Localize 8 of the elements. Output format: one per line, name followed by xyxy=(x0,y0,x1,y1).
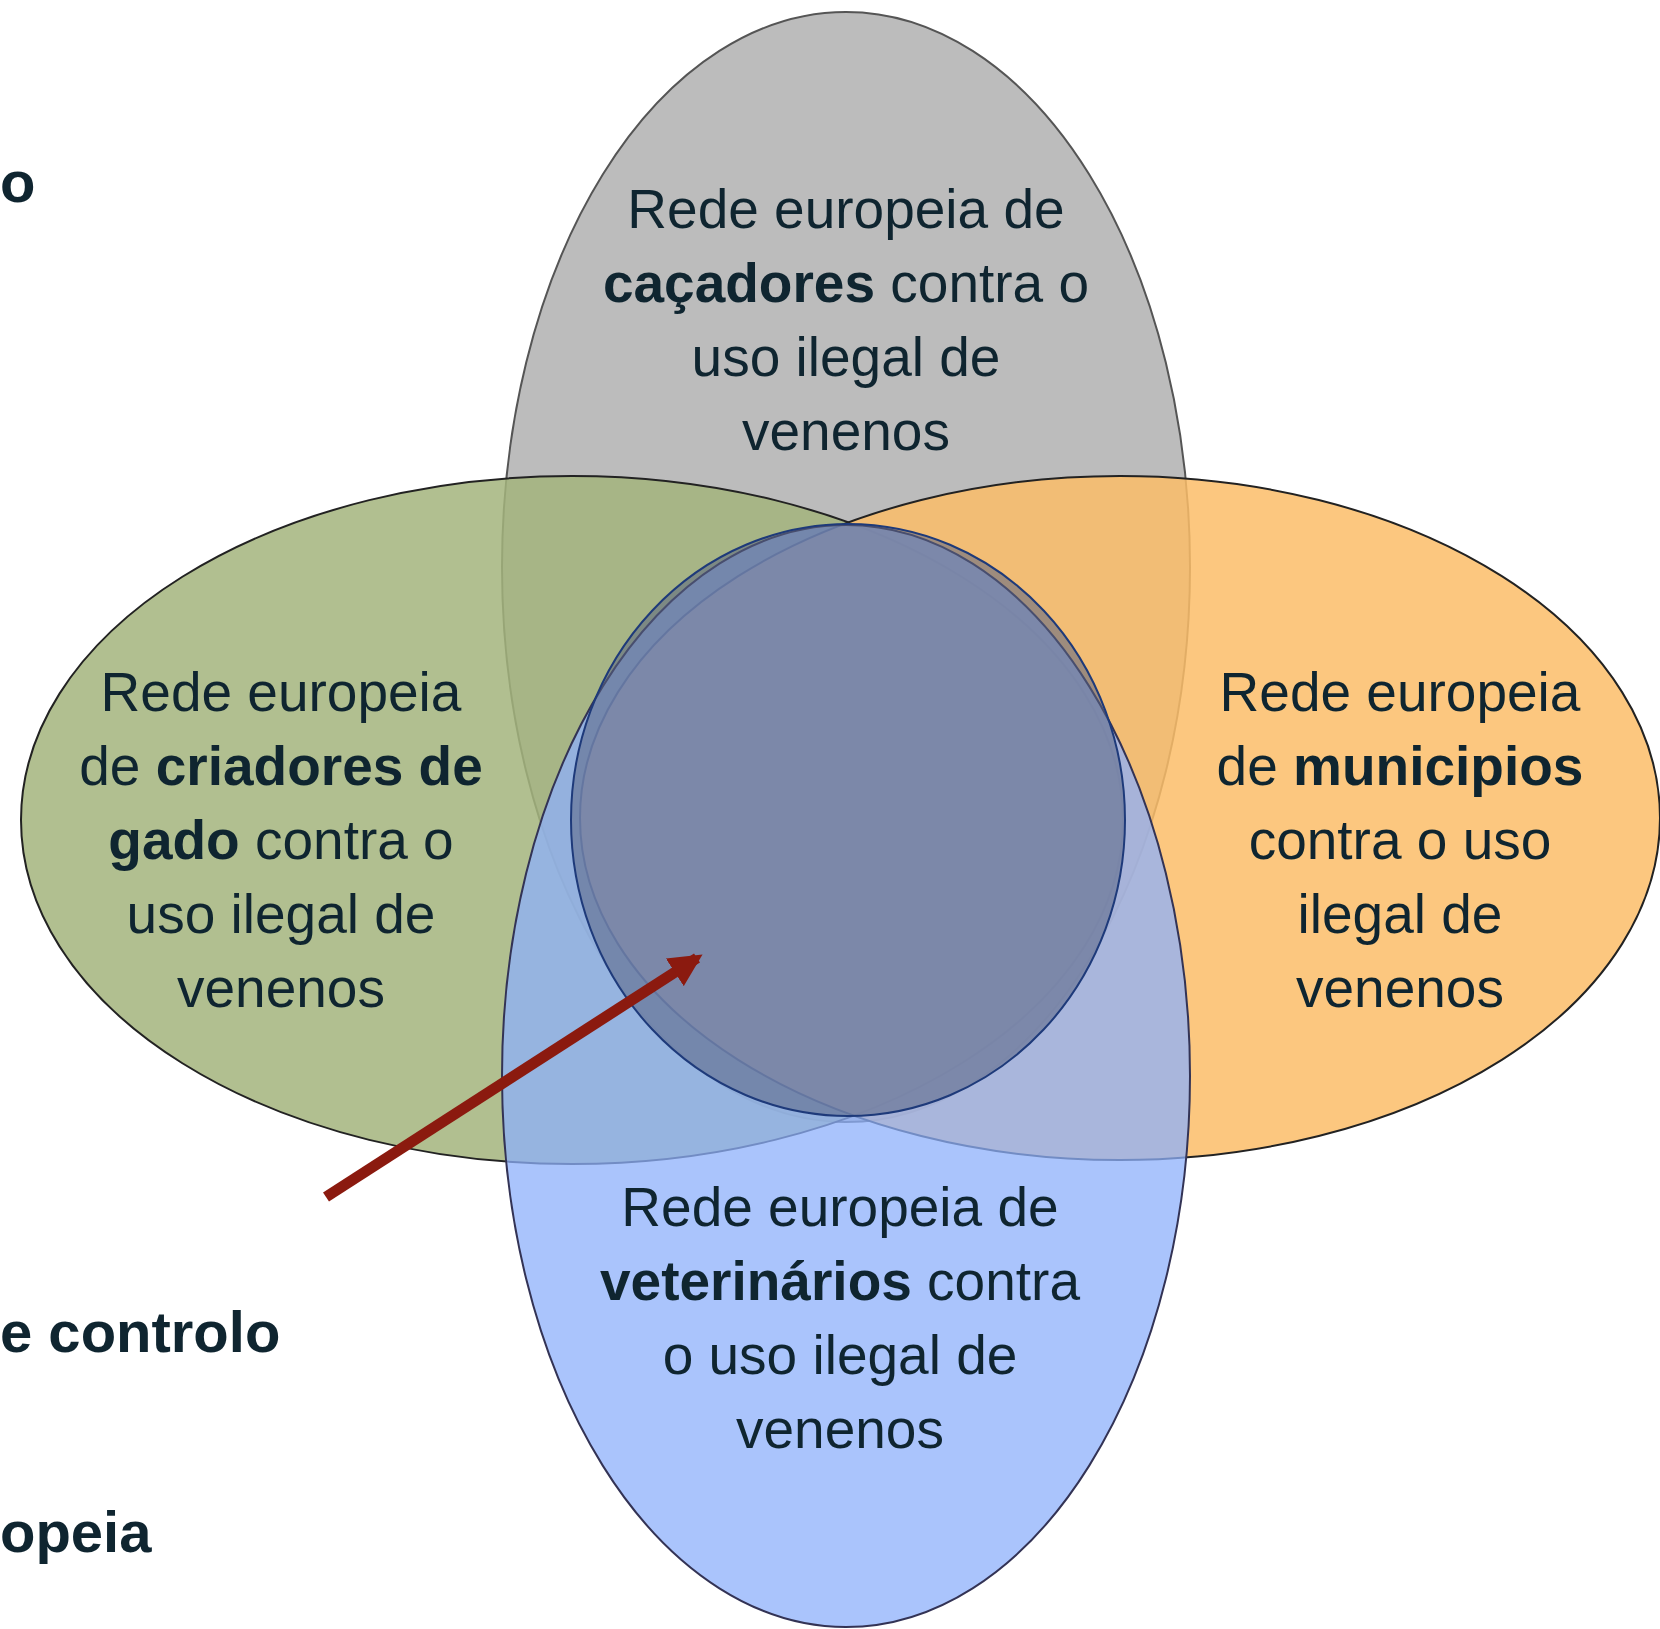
arrow xyxy=(323,953,703,1202)
ellipse-label: Rede europeia de veterinários contra o uso ilegal de venenos xyxy=(600,1175,1080,1462)
ellipse-label: Rede europeia de criadores de gado contra o uso ilegal de venenos xyxy=(78,660,484,1021)
heading-fragment: e controlo xyxy=(0,1300,281,1364)
ellipse-label: Rede europeia de caçadores contra o uso ilegal de venenos xyxy=(601,177,1091,464)
heading-fragment: opeia xyxy=(0,1500,152,1564)
heading-fragment: o xyxy=(0,150,36,214)
ellipse-label: Rede europeia de municipios contra o uso ilegal de venenos xyxy=(1215,660,1585,1021)
